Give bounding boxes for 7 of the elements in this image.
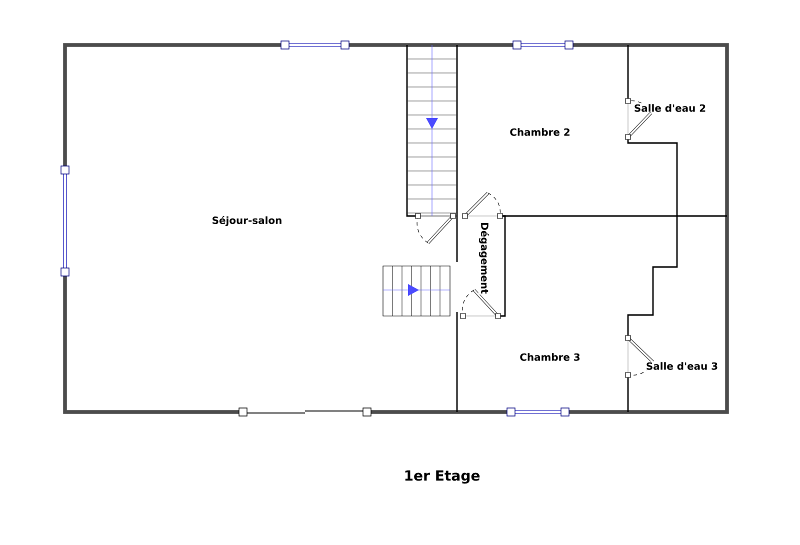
room-label: Séjour-salon	[211, 215, 283, 227]
room-label: Dégagement	[478, 222, 490, 294]
caption: 1er Etage	[405, 470, 480, 484]
room-label: Chambre 3	[519, 352, 581, 362]
room-label: Salle d'eau 3	[645, 362, 719, 370]
room-label: Salle d'eau 2	[633, 104, 707, 112]
room-label: Chambre 2	[509, 128, 571, 136]
